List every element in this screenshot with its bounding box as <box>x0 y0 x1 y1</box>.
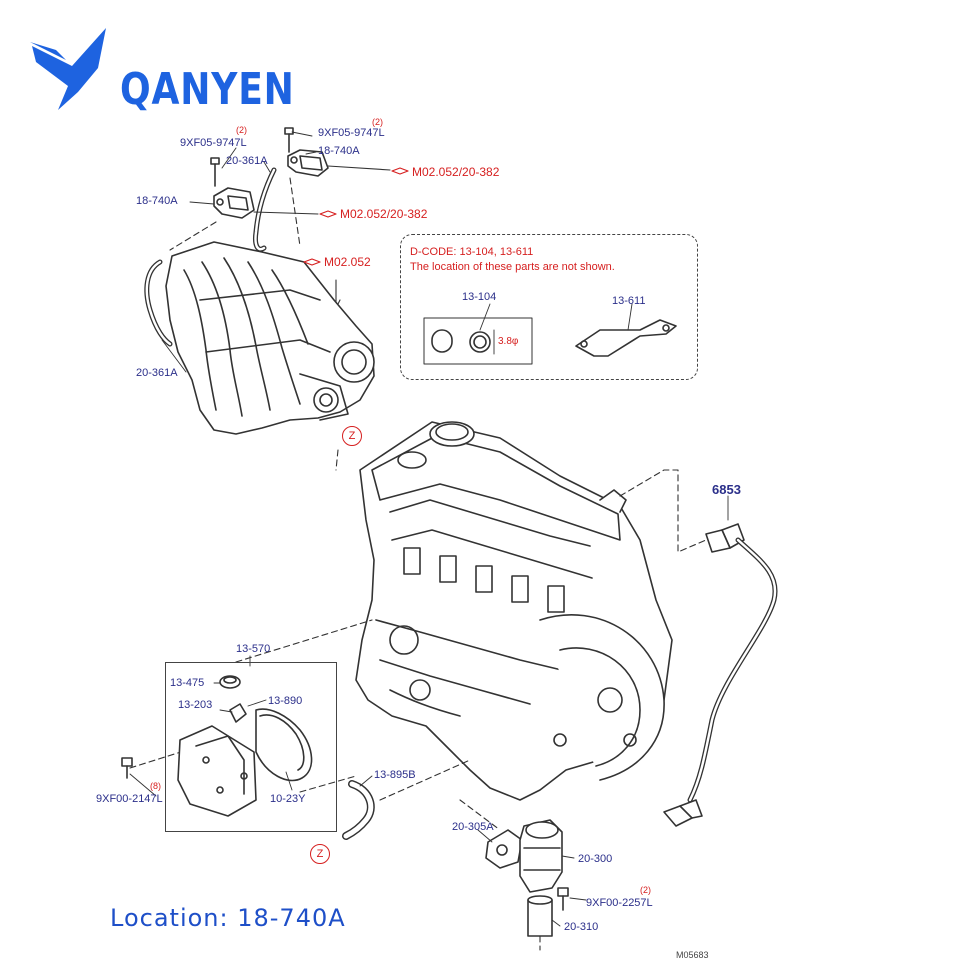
sensor-lower-icon <box>213 187 255 219</box>
callout-20-305a: 20-305A <box>452 821 494 833</box>
engine-block <box>355 421 673 801</box>
callout-13-570: 13-570 <box>236 643 271 655</box>
callout-bolt-top-right-qty: (2) <box>372 117 383 127</box>
brand-name: QANYEN <box>120 64 295 115</box>
callout-bolt-top-right: 9XF05-9747L <box>318 127 385 139</box>
z-marker-bottom: Z <box>310 844 330 864</box>
dcode-title: D-CODE: 13-104, 13-611 <box>410 246 534 258</box>
link-manifold[interactable]: M02.052 <box>324 255 371 269</box>
dcode-parts <box>423 303 677 365</box>
callout-sensor-lower: 18-740A <box>136 195 178 207</box>
dimension-label: 3.8φ <box>498 336 519 347</box>
dcode-note: The location of these parts are not show… <box>410 261 615 273</box>
sensor-harness <box>663 523 778 827</box>
oil-separator-cover <box>121 675 313 817</box>
callout-13-203: 13-203 <box>178 699 213 711</box>
callout-13-890: 13-890 <box>268 695 303 707</box>
intake-manifold <box>165 241 375 435</box>
assembly-box-13-570 <box>165 662 337 832</box>
callout-13-104: 13-104 <box>462 291 497 303</box>
dcode-box <box>400 234 698 380</box>
callout-bolt-top-left-qty: (2) <box>236 125 247 135</box>
callout-hose-upper: 20-361A <box>226 155 268 167</box>
callout-13-475: 13-475 <box>170 677 205 689</box>
callout-13-611: 13-611 <box>612 295 646 307</box>
callout-20-310: 20-310 <box>564 921 599 933</box>
egr-valve <box>485 819 569 937</box>
z-marker-top: Z <box>342 426 362 446</box>
location-caption: Location: 18-740A <box>110 904 346 932</box>
bolt-icon <box>210 127 294 187</box>
callout-10-23y: 10-23Y <box>270 793 306 805</box>
callout-egr-bolt-qty: (2) <box>640 885 651 895</box>
link-sensor-lower[interactable]: M02.052/20-382 <box>340 207 428 221</box>
callout-bolt-top-left: 9XF05-9747L <box>180 137 247 149</box>
callout-egr-bolt: 9XF00-2257L <box>586 897 653 909</box>
reference-arrows <box>303 167 409 266</box>
bird-logo-icon <box>30 28 106 110</box>
drawing-code: M05683 <box>676 950 709 960</box>
link-sensor-upper[interactable]: M02.052/20-382 <box>412 165 500 179</box>
sensor-upper-icon <box>287 149 329 177</box>
callout-6853: 6853 <box>712 482 741 497</box>
callout-20-300: 20-300 <box>578 853 613 865</box>
callout-cover-bolt-qty: (8) <box>150 781 161 791</box>
callout-sensor-upper: 18-740A <box>318 145 360 157</box>
callout-cover-bolt: 9XF00-2147L <box>96 793 163 805</box>
callout-13-895b: 13-895B <box>374 769 416 781</box>
callout-hose-lower: 20-361A <box>136 367 178 379</box>
